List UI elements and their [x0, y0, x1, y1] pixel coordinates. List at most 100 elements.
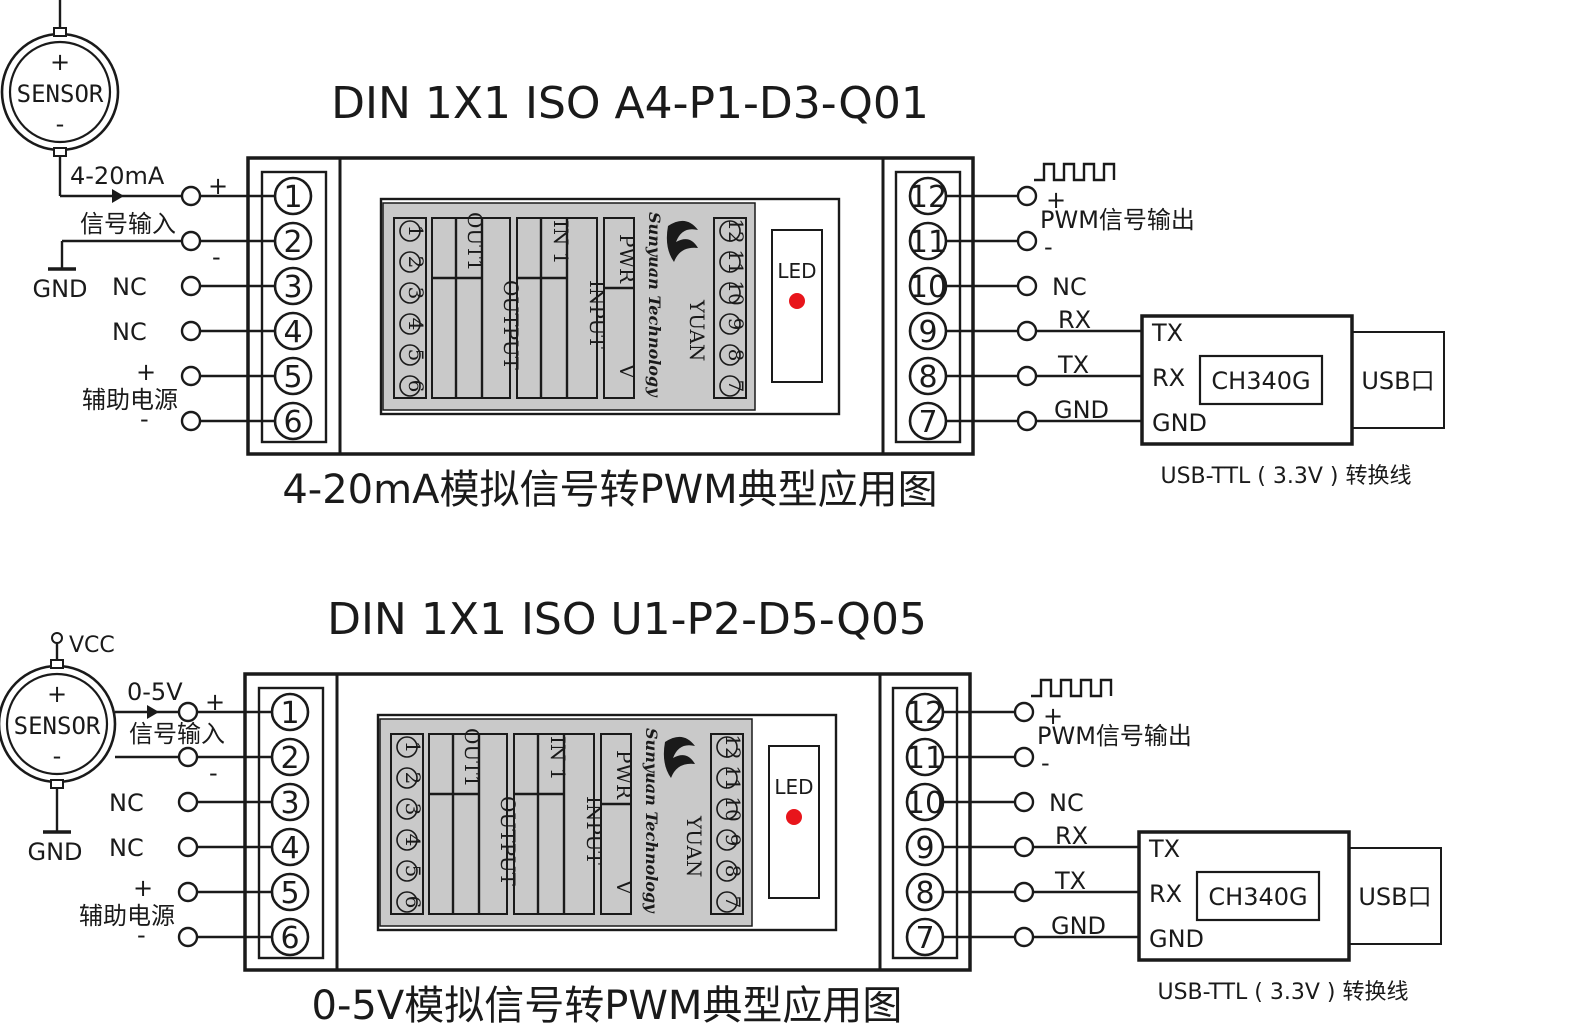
nc-label-3: NC	[109, 789, 144, 817]
small-pin-2	[399, 251, 421, 273]
brand-name: YUAN	[682, 815, 706, 877]
output-label: OUTPUT	[499, 280, 523, 371]
in1-label: IN 1	[546, 736, 570, 780]
small-pin-label-10: 10	[721, 796, 745, 821]
connector-11	[1013, 746, 1035, 768]
small-pin-3	[396, 798, 418, 820]
usb-cable-label: USB-TTL ( 3.3V ) 转换线	[1160, 464, 1411, 489]
connector-10	[1013, 791, 1035, 813]
terminal-label-4: 4	[283, 315, 302, 350]
logo-mark	[663, 736, 695, 778]
terminal-label-3: 3	[283, 270, 302, 305]
terminal-label-12: 12	[909, 180, 947, 215]
sensor-top-lug	[53, 27, 67, 37]
out1-label: OUT1	[463, 212, 487, 271]
nc-label-10: NC	[1049, 789, 1084, 817]
small-pins-left	[390, 733, 424, 915]
signal-label: 4-20mA	[70, 162, 165, 190]
terminal-label-4: 4	[280, 831, 299, 866]
terminal-label-11: 11	[906, 741, 944, 776]
rx-label: RX	[1058, 306, 1091, 334]
signal-arrow	[147, 705, 159, 719]
module-tx: TX	[1151, 319, 1183, 347]
usb-ttl-module	[1137, 830, 1351, 962]
pwm-plus: +	[1043, 702, 1063, 730]
pwr-label: PWR	[612, 750, 636, 800]
connector-6	[180, 410, 202, 432]
brand-english: Sunyuan Technology	[645, 212, 664, 398]
front-panel-frame	[379, 197, 841, 416]
led-label: LED	[774, 775, 813, 799]
pin2-minus: -	[209, 759, 218, 787]
connector-10	[1016, 275, 1038, 297]
small-pin-4	[399, 313, 421, 335]
chip-label: CH340G	[1211, 367, 1310, 395]
aux-minus: -	[137, 921, 146, 949]
sensor-top-lug	[50, 659, 64, 669]
sensor-face	[5, 672, 109, 776]
small-pin-label-7: 7	[721, 896, 745, 909]
input-label: INPUT	[582, 796, 606, 865]
gnd-label: GND	[27, 838, 82, 866]
small-pin-label-3: 3	[401, 803, 425, 816]
small-pin-label-12: 12	[724, 218, 748, 243]
small-pin-label-11: 11	[724, 249, 748, 274]
small-pin-label-8: 8	[721, 865, 745, 878]
terminal-label-12: 12	[906, 696, 944, 731]
brand-logo	[663, 736, 695, 778]
right-terminal-block	[881, 156, 975, 456]
small-pins-right	[710, 733, 744, 915]
aux-power-label: 辅助电源	[79, 902, 175, 930]
chip-box	[1198, 354, 1324, 406]
small-pin-label-12: 12	[721, 734, 745, 759]
small-pin-label-5: 5	[404, 349, 428, 362]
small-pin-11	[719, 251, 741, 273]
sensor-bottom-lug	[50, 779, 64, 789]
pin1-plus: +	[208, 172, 228, 200]
connector-3	[180, 275, 202, 297]
small-pin-label-11: 11	[721, 765, 745, 790]
supply-label: VCC	[69, 633, 115, 658]
terminal-label-5: 5	[280, 876, 299, 911]
brand-logo	[666, 220, 698, 262]
small-pins-right	[713, 217, 747, 399]
tx-label: TX	[1054, 867, 1086, 895]
terminal-label-2: 2	[283, 225, 302, 260]
small-pin-2	[396, 767, 418, 789]
led-indicator	[789, 293, 805, 309]
pwm-output-label: PWM信号输出	[1037, 722, 1192, 750]
pwm-minus: -	[1044, 233, 1053, 261]
terminal-label-10: 10	[906, 786, 944, 821]
small-pin-6	[399, 375, 421, 397]
output-label: OUTPUT	[496, 796, 520, 887]
left-terminal-frame	[257, 686, 325, 960]
sensor: +SENSOR-	[0, 27, 120, 157]
pwr-box	[603, 217, 635, 399]
small-pin-12	[719, 220, 741, 242]
small-pin-label-6: 6	[401, 896, 425, 909]
module-rx: RX	[1152, 364, 1185, 392]
nc-label-3: NC	[112, 273, 147, 301]
sensor-plus: +	[47, 680, 67, 708]
small-pin-9	[719, 313, 741, 335]
in1-label: IN 1	[549, 220, 573, 264]
left-terminal-frame	[260, 170, 328, 444]
connector-8	[1013, 881, 1035, 903]
gnd-label: GND	[32, 275, 87, 303]
module-tx: TX	[1148, 835, 1180, 863]
diagram-2: DIN 1X1 ISO U1-P2-D5-Q05123456OUT1OUTPUT…	[0, 594, 1442, 1029]
diagram-caption: 0-5V模拟信号转PWM典型应用图	[312, 983, 903, 1029]
nc-label-10: NC	[1052, 273, 1087, 301]
brand-english: Sunyuan Technology	[642, 728, 661, 914]
connector-9	[1016, 320, 1038, 342]
right-terminal-block	[878, 672, 972, 972]
v-label: V	[612, 879, 636, 895]
input-label: INPUT	[585, 280, 609, 349]
small-pin-label-7: 7	[724, 380, 748, 393]
front-panel	[379, 718, 753, 927]
usb-plug	[1348, 847, 1442, 945]
small-pin-1	[396, 736, 418, 758]
terminal-label-9: 9	[918, 315, 937, 350]
front-panel	[382, 202, 756, 411]
aux-minus: -	[140, 405, 149, 433]
